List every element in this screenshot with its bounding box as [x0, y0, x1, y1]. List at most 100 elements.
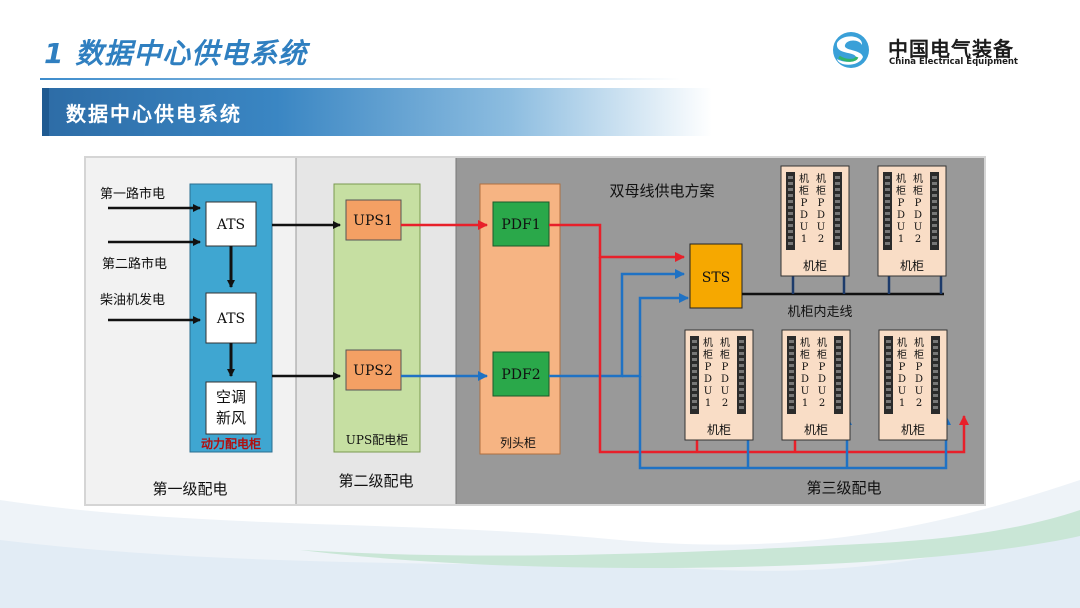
pdu-outlet	[692, 388, 697, 391]
pdu1-label: 机	[799, 172, 809, 185]
pdu2-label: P	[915, 198, 922, 209]
pdu2-label: P	[818, 198, 825, 209]
pdu-outlet	[788, 224, 793, 227]
pdu-strip	[834, 336, 843, 414]
pdu-outlet	[836, 352, 841, 355]
pdu-outlet	[835, 212, 840, 215]
pdu-outlet	[885, 224, 890, 227]
pdu-strip	[737, 336, 746, 414]
pdu-outlet	[933, 394, 938, 397]
pdu-outlet	[885, 176, 890, 179]
pdu-outlet	[739, 364, 744, 367]
pdu-outlet	[885, 230, 890, 233]
pdu-outlet	[789, 406, 794, 409]
pdu1-label: P	[898, 198, 905, 209]
pdu-outlet	[933, 382, 938, 385]
pdu-outlet	[836, 376, 841, 379]
pdu-outlet	[933, 370, 938, 373]
pdu2-label: 2	[916, 398, 922, 409]
pdu2-label: 2	[819, 398, 825, 409]
pdu-outlet	[886, 340, 891, 343]
pdu1-label: U	[704, 386, 712, 397]
pdu1-label: U	[801, 386, 809, 397]
ats-label-2: ATS	[216, 311, 245, 327]
sts-label: STS	[702, 270, 731, 286]
pdu-outlet	[739, 358, 744, 361]
pdu-outlet	[885, 212, 890, 215]
pdu-outlet	[739, 340, 744, 343]
pdu-outlet	[932, 188, 937, 191]
pdu2-label: 机	[720, 336, 730, 349]
pdu1-label: 机	[896, 172, 906, 185]
pdu-outlet	[692, 370, 697, 373]
pdu2-label: U	[818, 386, 826, 397]
pdu-outlet	[885, 200, 890, 203]
pdu1-label: D	[898, 374, 906, 385]
pdu2-label: 柜	[914, 348, 924, 361]
pdu-outlet	[933, 406, 938, 409]
pdu-outlet	[788, 242, 793, 245]
pdu-outlet	[788, 194, 793, 197]
pdf2-box	[492, 351, 550, 397]
hvac-box	[205, 381, 257, 435]
pdu-outlet	[933, 376, 938, 379]
pdu-outlet	[692, 364, 697, 367]
pdu-outlet	[789, 352, 794, 355]
pdu-outlet	[739, 388, 744, 391]
pdu-outlet	[739, 382, 744, 385]
pdu-outlet	[932, 236, 937, 239]
pdu-outlet	[836, 400, 841, 403]
pdu1-label: 柜	[896, 184, 906, 197]
pdu-outlet	[886, 406, 891, 409]
pdu2-label: U	[914, 222, 922, 233]
pdu-outlet	[835, 218, 840, 221]
pdu1-label: 柜	[799, 184, 809, 197]
pdu-outlet	[932, 224, 937, 227]
pdu-outlet	[886, 376, 891, 379]
ats-label-1: ATS	[216, 217, 245, 233]
pdu2-label: 柜	[816, 184, 826, 197]
pdu-outlet	[789, 382, 794, 385]
pdu-outlet	[788, 236, 793, 239]
pdu-outlet	[886, 346, 891, 349]
pdu-outlet	[932, 200, 937, 203]
pdu2-label: 机	[817, 336, 827, 349]
pdu-strip	[833, 172, 842, 250]
company-logo	[833, 32, 869, 68]
power-cabinet-label: 动力配电柜	[201, 436, 261, 451]
pdu-outlet	[739, 370, 744, 373]
pdu-outlet	[789, 358, 794, 361]
title-underline	[40, 78, 680, 80]
pdu-outlet	[933, 400, 938, 403]
pdu-outlet	[836, 364, 841, 367]
pdu-outlet	[932, 218, 937, 221]
pdf1-box	[492, 201, 550, 247]
pdu1-label: U	[898, 386, 906, 397]
rack-label: 机柜	[804, 423, 828, 437]
pdu1-label: P	[899, 362, 906, 373]
ups2-label: UPS2	[353, 363, 393, 379]
pdf1-label: PDF1	[501, 217, 540, 233]
pdu-outlet	[885, 182, 890, 185]
source-label-1: 第一路市电	[100, 186, 165, 202]
hvac-label-1: 空调	[216, 388, 246, 406]
pdu-outlet	[836, 370, 841, 373]
pdu-strip	[787, 336, 796, 414]
pdu1-label: D	[897, 210, 905, 221]
pdu-outlet	[836, 340, 841, 343]
pdu-outlet	[836, 394, 841, 397]
page-title: 1 数据中心供电系统	[44, 37, 308, 70]
pdu-outlet	[933, 358, 938, 361]
pdu-strip	[883, 172, 892, 250]
pdu1-label: D	[801, 374, 809, 385]
pdu2-label: 2	[722, 398, 728, 409]
pdu1-label: 机	[897, 336, 907, 349]
rack-label: 机柜	[803, 259, 827, 273]
pdu-outlet	[835, 242, 840, 245]
pdu-outlet	[788, 188, 793, 191]
pdu2-label: P	[722, 362, 729, 373]
pdu-outlet	[886, 394, 891, 397]
